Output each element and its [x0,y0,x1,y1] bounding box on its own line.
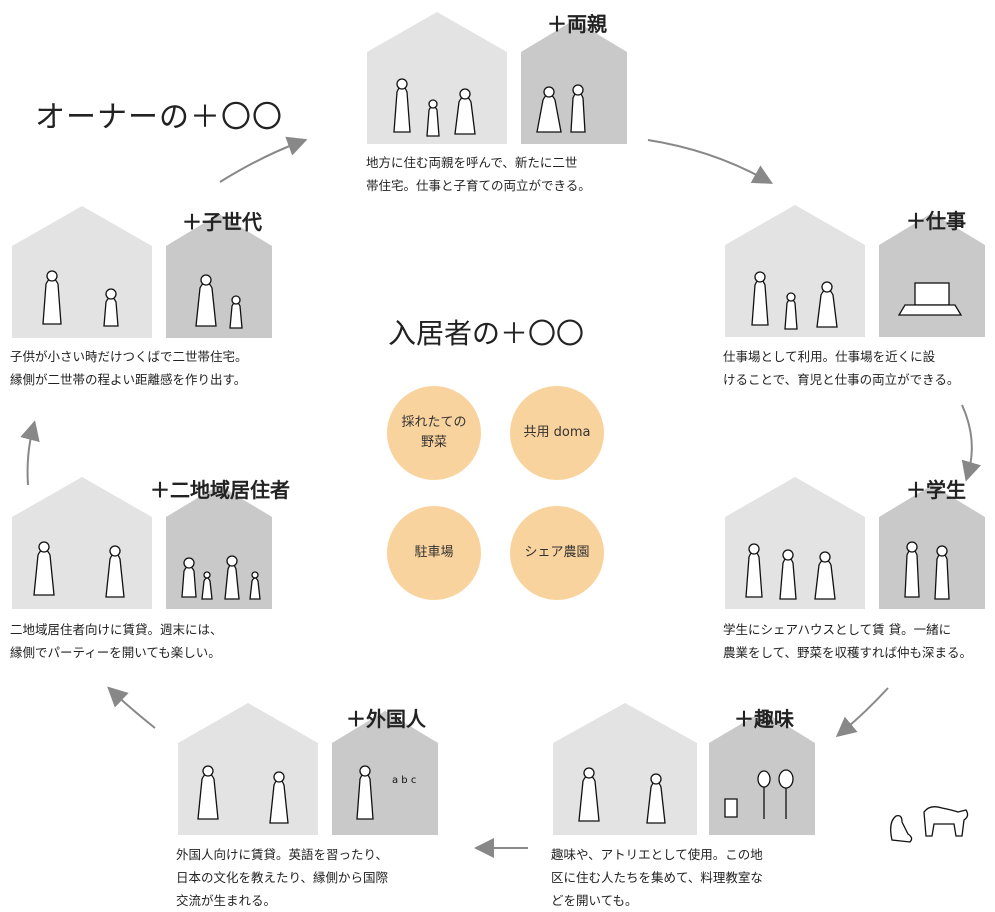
desc-line: 農業をして、野菜を収穫すれば仲も深まる。 [723,645,973,660]
desc-line: 外国人向けに賃貸。英語を習ったり、 [176,847,389,862]
desc-line: けることで、育児と仕事の両立ができる。 [723,372,960,387]
house-pair-work [725,205,987,337]
desc-students: 学生にシェアハウスとして賃 貸。一緒に 農業をして、野菜を収穫すれば仲も深まる。 [723,618,972,664]
animals-drawing [890,806,969,843]
house-pair-dual-residents [12,477,274,609]
desc-child-generation: 子供が小さい時だけつくばで二世帯住宅。 縁側が二世帯の程よい距離感を作り出す。 [10,345,248,391]
arrow [835,687,889,738]
label-foreigners: ＋外国人 [346,707,426,731]
desc-line: 日本の文化を教えたり、縁側から国際 [176,870,389,885]
circle-shared-farm: シェア農園 [510,506,604,600]
desc-line: 学生にシェアハウスとして賃 貸。一緒に [723,622,952,637]
circle-text: 共用 doma [523,425,591,440]
desc-line: 仕事場として利用。仕事場を近くに設 [723,349,936,364]
desc-foreigners: 外国人向けに賃貸。英語を習ったり、 日本の文化を教えたり、縁側から国際 交流が生… [176,843,388,912]
desc-line: 縁側でパーティーを開いても楽しい。 [10,645,221,660]
house-pair-hobby [553,703,815,835]
house-pair-students [725,477,987,609]
circle-text-line2: 野菜 [420,435,447,450]
circle-text: シェア農園 [524,545,590,560]
label-hobby: ＋趣味 [734,707,794,731]
arrow [107,686,156,729]
desc-parents: 地方に住む両親を呼んで、新たに二世 帯住宅。仕事と子育ての両立ができる。 [366,151,591,197]
desc-line: 帯住宅。仕事と子育ての両立ができる。 [366,178,591,193]
desc-line: 地方に住む両親を呼んで、新たに二世 [366,155,578,170]
desc-hobby: 趣味や、アトリエとして使用。この地 区に住む人たちを集めて、料理教室な どを開い… [551,843,763,912]
desc-line: 交流が生まれる。 [176,893,277,908]
label-parents: ＋両親 [547,12,607,36]
desc-dual-residents: 二地域居住者向けに賃貸。週末には、 縁側でパーティーを開いても楽しい。 [10,618,223,664]
label-students: ＋学生 [906,478,966,502]
circle-shared-doma: 共用 doma [510,386,604,480]
desc-work: 仕事場として利用。仕事場を近くに設 けることで、育児と仕事の両立ができる。 [723,345,959,391]
label-work: ＋仕事 [906,209,966,233]
arrow [20,420,40,486]
label-dual-residents: ＋二地域居住者 [150,478,290,502]
center-title: 入居者の＋〇〇 [388,317,585,350]
desc-line: 区に住む人たちを集めて、料理教室な [551,870,763,885]
circle-text: 駐車場 [414,545,454,560]
desc-line: 子供が小さい時だけつくばで二世帯住宅。 [10,349,248,364]
house-pair-parents [367,12,629,144]
circle-parking: 駐車場 [387,506,481,600]
desc-line: 二地域居住者向けに賃貸。週末には、 [10,622,223,637]
arrow [219,136,308,183]
circle-fresh-vegetables: 採れたての野菜 [387,386,481,480]
desc-line: 趣味や、アトリエとして使用。この地 [551,847,763,862]
desc-line: どを開いても。 [551,893,638,908]
house-pair-foreigners: a b c [178,703,440,835]
house-pair-child-generation [12,206,274,338]
desc-line: 縁側が二世帯の程よい距離感を作り出す。 [10,372,247,387]
circle-text-line1: 採れたての [401,415,467,430]
page-title: オーナーの＋〇〇 [35,100,283,135]
arrow [647,139,773,184]
abc-text: a b c [392,775,416,786]
label-child-generation: ＋子世代 [182,210,262,234]
arrow [961,404,981,482]
